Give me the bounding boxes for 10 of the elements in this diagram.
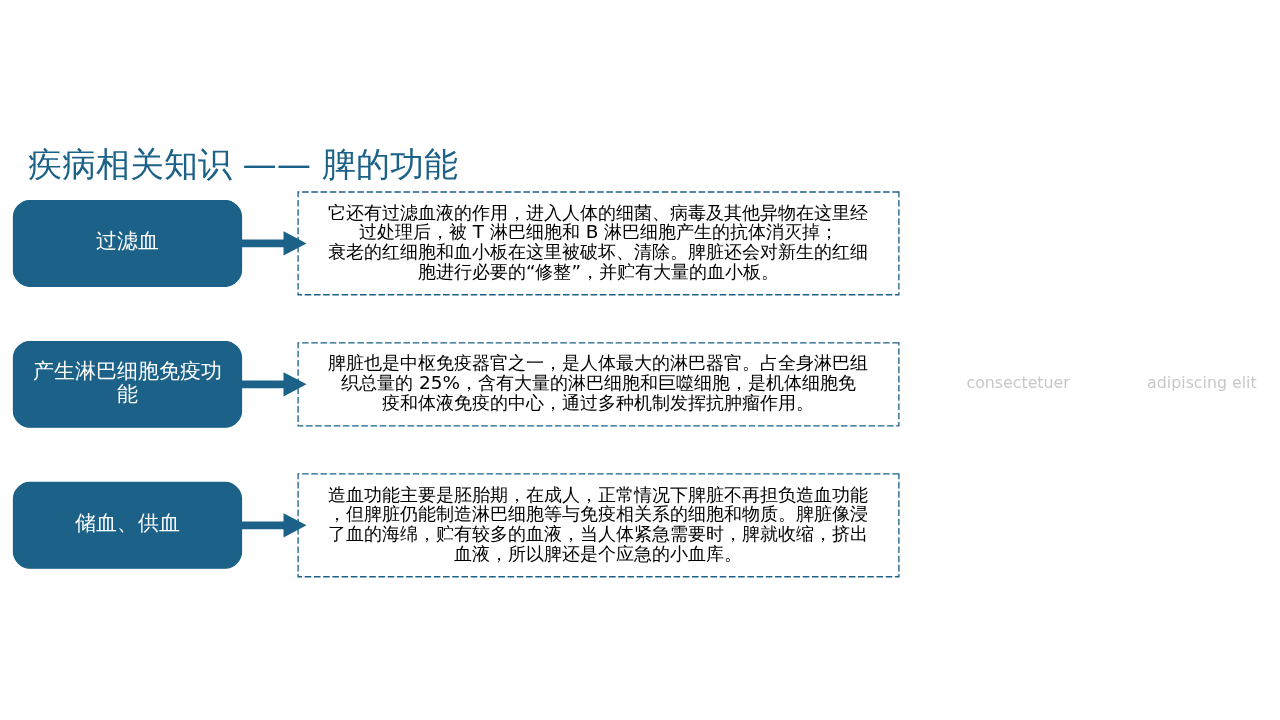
- node-box: 产生淋巴细胞免疫功能: [12, 340, 243, 428]
- node-box: 储血、供血: [12, 481, 243, 569]
- node-box: 脾脏也是中枢免疫器官之一，是人体最大的淋巴器官。占全身淋巴组织总量的 25%，含有大量的淋巴细胞和巨噬细胞，是机体细胞免疫和体液免疫的中心，通过多种机制发挥抗肿瘤作用。: [297, 342, 900, 427]
- arrow: [241, 513, 307, 538]
- arrow: [241, 231, 307, 256]
- node-box: 造血功能主要是胚胎期，在成人，正常情况下脾脏不再担负造血功能，但脾脏仍能制造淋巴细胞等与免疫相关系的细胞和物质。脾脏像浸了血的海绵，贮有较多的血液，当人体紧急需要时，脾就收缩，挤出血液，所以脾还是个应急的小血库。: [297, 473, 900, 578]
- diagram-title: 疾病相关知识 —— 脾的功能: [27, 143, 458, 184]
- node-box: 它还有过滤血液的作用，进入人体的细菌、病毒及其他异物在这里经过处理后，被 T 淋巴细胞和 B 淋巴细胞产生的抗体消灭掉；衰老的红细胞和血小板在这里被破坏、清除。脾脏还会对新生的红细胞进行必要的“修整”，并贮有大量的血小板。: [297, 191, 900, 296]
- node-box: 过滤血: [12, 199, 243, 287]
- arrow: [241, 372, 307, 397]
